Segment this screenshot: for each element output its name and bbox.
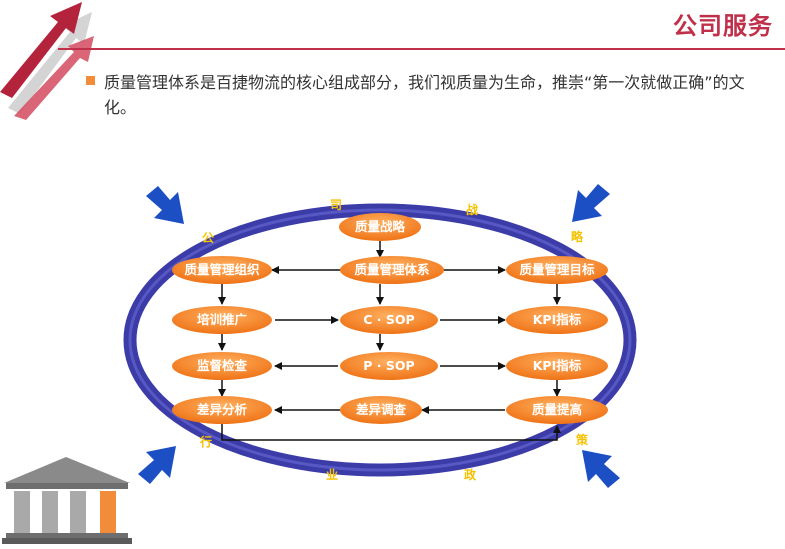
node-inspection-label: 监督检查 <box>197 358 248 373</box>
node-c-sop <box>340 306 438 334</box>
node-quality-goal <box>506 256 608 284</box>
node-quality-strategy-label: 质量战略 <box>355 219 406 234</box>
temple-pillars-icon <box>2 457 132 544</box>
node-diff-survey <box>340 396 422 424</box>
node-diff-analysis <box>172 396 272 424</box>
ring-char-ce: 策 <box>576 432 589 447</box>
node-quality-strategy <box>339 213 421 241</box>
node-quality-improve-label: 质量提高 <box>532 402 582 417</box>
node-p-sop <box>340 352 438 380</box>
node-quality-org <box>172 256 272 284</box>
connector-lines <box>218 241 561 441</box>
ring-char-xing: 行 <box>199 434 212 449</box>
page-title: 公司服务 <box>673 12 773 40</box>
node-p-sop-label: P · SOP <box>363 358 414 373</box>
ring-char-si: 司 <box>330 198 342 212</box>
node-c-sop-label: C · SOP <box>363 312 414 327</box>
ring-char-lue: 略 <box>571 229 584 244</box>
node-kpi-1 <box>506 306 608 334</box>
node-inspection <box>172 352 272 380</box>
node-quality-system <box>340 256 444 284</box>
node-kpi-2 <box>506 352 608 380</box>
node-diff-survey-label: 差异调查 <box>355 402 407 417</box>
node-quality-improve <box>506 396 608 424</box>
bullet-marker <box>86 76 95 85</box>
node-training-label: 培训推广 <box>197 312 248 327</box>
node-kpi-2-label: KPI指标 <box>533 358 582 373</box>
node-quality-system-label: 质量管理体系 <box>354 262 430 277</box>
intro-text: 质量管理体系是百捷物流的核心组成部分，我们视质量为生命，推崇“第一次就做正确”的… <box>104 73 745 117</box>
arrow-bottom-left-icon <box>138 446 176 484</box>
ring-char-zhan: 战 <box>466 202 478 217</box>
node-quality-org-label: 质量管理组织 <box>184 262 260 277</box>
node-kpi-1-label: KPI指标 <box>533 312 582 327</box>
node-diff-analysis-label: 差异分析 <box>196 402 248 417</box>
node-training <box>172 306 272 334</box>
arrow-top-left-icon <box>146 186 184 224</box>
node-quality-goal-label: 质量管理目标 <box>519 262 595 277</box>
ring-char-zheng: 政 <box>464 467 477 482</box>
arrow-bottom-right-icon <box>582 450 620 488</box>
logo-arrows-icon <box>0 2 94 120</box>
ring-char-gong: 公 <box>202 231 214 245</box>
ring-char-ye: 业 <box>326 467 338 482</box>
header-divider <box>58 48 785 50</box>
arrow-top-right-icon <box>572 184 610 222</box>
